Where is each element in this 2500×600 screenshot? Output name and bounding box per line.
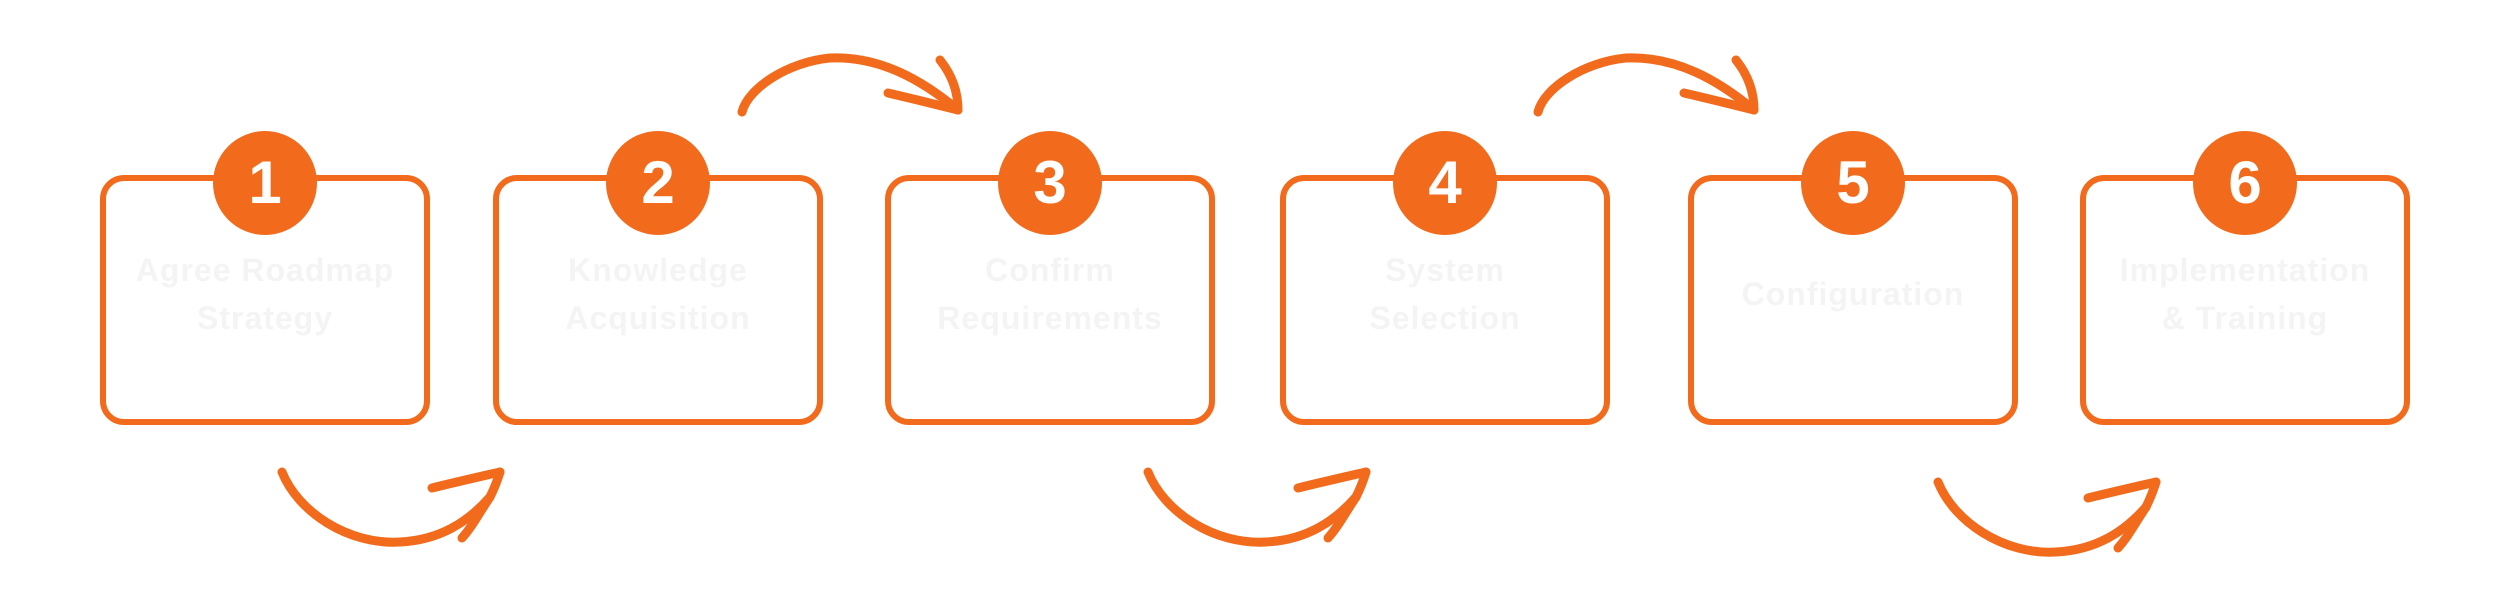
step-4-number: 4 <box>1428 149 1462 216</box>
step-4-box: 4 System Selection <box>1280 131 1610 425</box>
step-6-badge: 6 <box>2193 131 2297 235</box>
step-1-box: 1 Agree Roadmap Strategy <box>100 131 430 425</box>
step-4-label: System Selection <box>1369 252 1521 336</box>
step-5-label: Configuration <box>1741 276 1965 312</box>
step-3-badge: 3 <box>998 131 1102 235</box>
curved-arrow-icon <box>277 467 505 547</box>
step-1-label: Agree Roadmap Strategy <box>135 252 395 336</box>
step-6-number: 6 <box>2228 149 2262 216</box>
step-6-box: 6 Implementation & Training <box>2080 131 2410 425</box>
step-1-badge: 1 <box>213 131 317 235</box>
curved-arrow-icon <box>737 53 963 117</box>
step-3-label: Confirm Requirements <box>937 252 1163 336</box>
step-2-label: Knowledge Acquisition <box>565 252 751 336</box>
curved-arrow-icon <box>1533 53 1759 117</box>
curved-arrow-icon <box>1143 467 1371 547</box>
step-2-badge: 2 <box>606 131 710 235</box>
step-5-number: 5 <box>1836 149 1870 216</box>
step-5-badge: 5 <box>1801 131 1905 235</box>
step-5-box: 5 Configuration <box>1688 131 2018 425</box>
step-4-badge: 4 <box>1393 131 1497 235</box>
step-3-number: 3 <box>1033 149 1067 216</box>
step-1-number: 1 <box>248 149 282 216</box>
step-3-box: 3 Confirm Requirements <box>885 131 1215 425</box>
step-2-number: 2 <box>641 149 675 216</box>
curved-arrow-icon <box>1933 477 2161 557</box>
step-2-box: 2 Knowledge Acquisition <box>493 131 823 425</box>
step-6-label: Implementation & Training <box>2119 252 2371 336</box>
